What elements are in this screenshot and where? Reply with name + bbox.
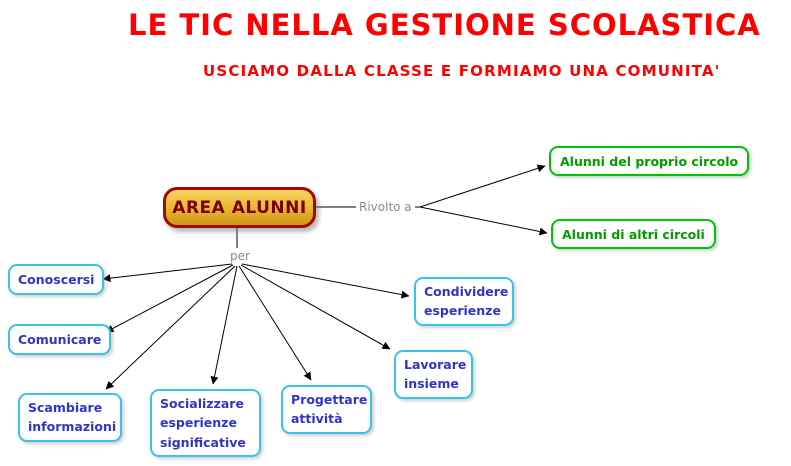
page-subtitle: USCIAMO DALLA CLASSE E FORMIAMO UNA COMU…: [203, 62, 721, 80]
arrow-to-alunni-proprio-circolo: [419, 164, 546, 208]
node-alunni-proprio-circolo: Alunni del proprio circolo: [549, 146, 750, 176]
arrow-to-condividere: [241, 263, 410, 299]
node-area-alunni: AREA ALUNNI: [163, 187, 316, 228]
connector-label-per: per: [227, 249, 253, 263]
arrow-to-progettare: [238, 265, 312, 381]
arrow-to-scambiare: [105, 265, 236, 390]
node-socializzare-esperienze: Socializzare esperienze significative: [150, 389, 261, 458]
node-alunni-altri-circoli: Alunni di altri circoli: [551, 219, 716, 249]
arrow-to-socializzare: [210, 265, 238, 385]
node-condividere-esperienze: Condividere esperienze: [414, 277, 514, 326]
node-scambiare-informazioni: Scambiare informazioni: [18, 393, 122, 442]
node-conoscersi: Conoscersi: [8, 264, 105, 295]
node-lavorare-insieme: Lavorare insieme: [394, 350, 473, 399]
arrow-to-comunicare: [105, 264, 234, 333]
node-comunicare: Comunicare: [8, 324, 112, 355]
arrow-to-alunni-altri-circoli: [419, 206, 548, 236]
arrow-to-conoscersi: [102, 263, 233, 283]
connector-label-rivolto-a: Rivolto a: [356, 200, 415, 214]
page-title: LE TIC NELLA GESTIONE SCOLASTICA: [128, 8, 761, 42]
node-progettare-attivita: Progettare attività: [281, 385, 372, 434]
arrow-to-lavorare: [240, 264, 391, 350]
